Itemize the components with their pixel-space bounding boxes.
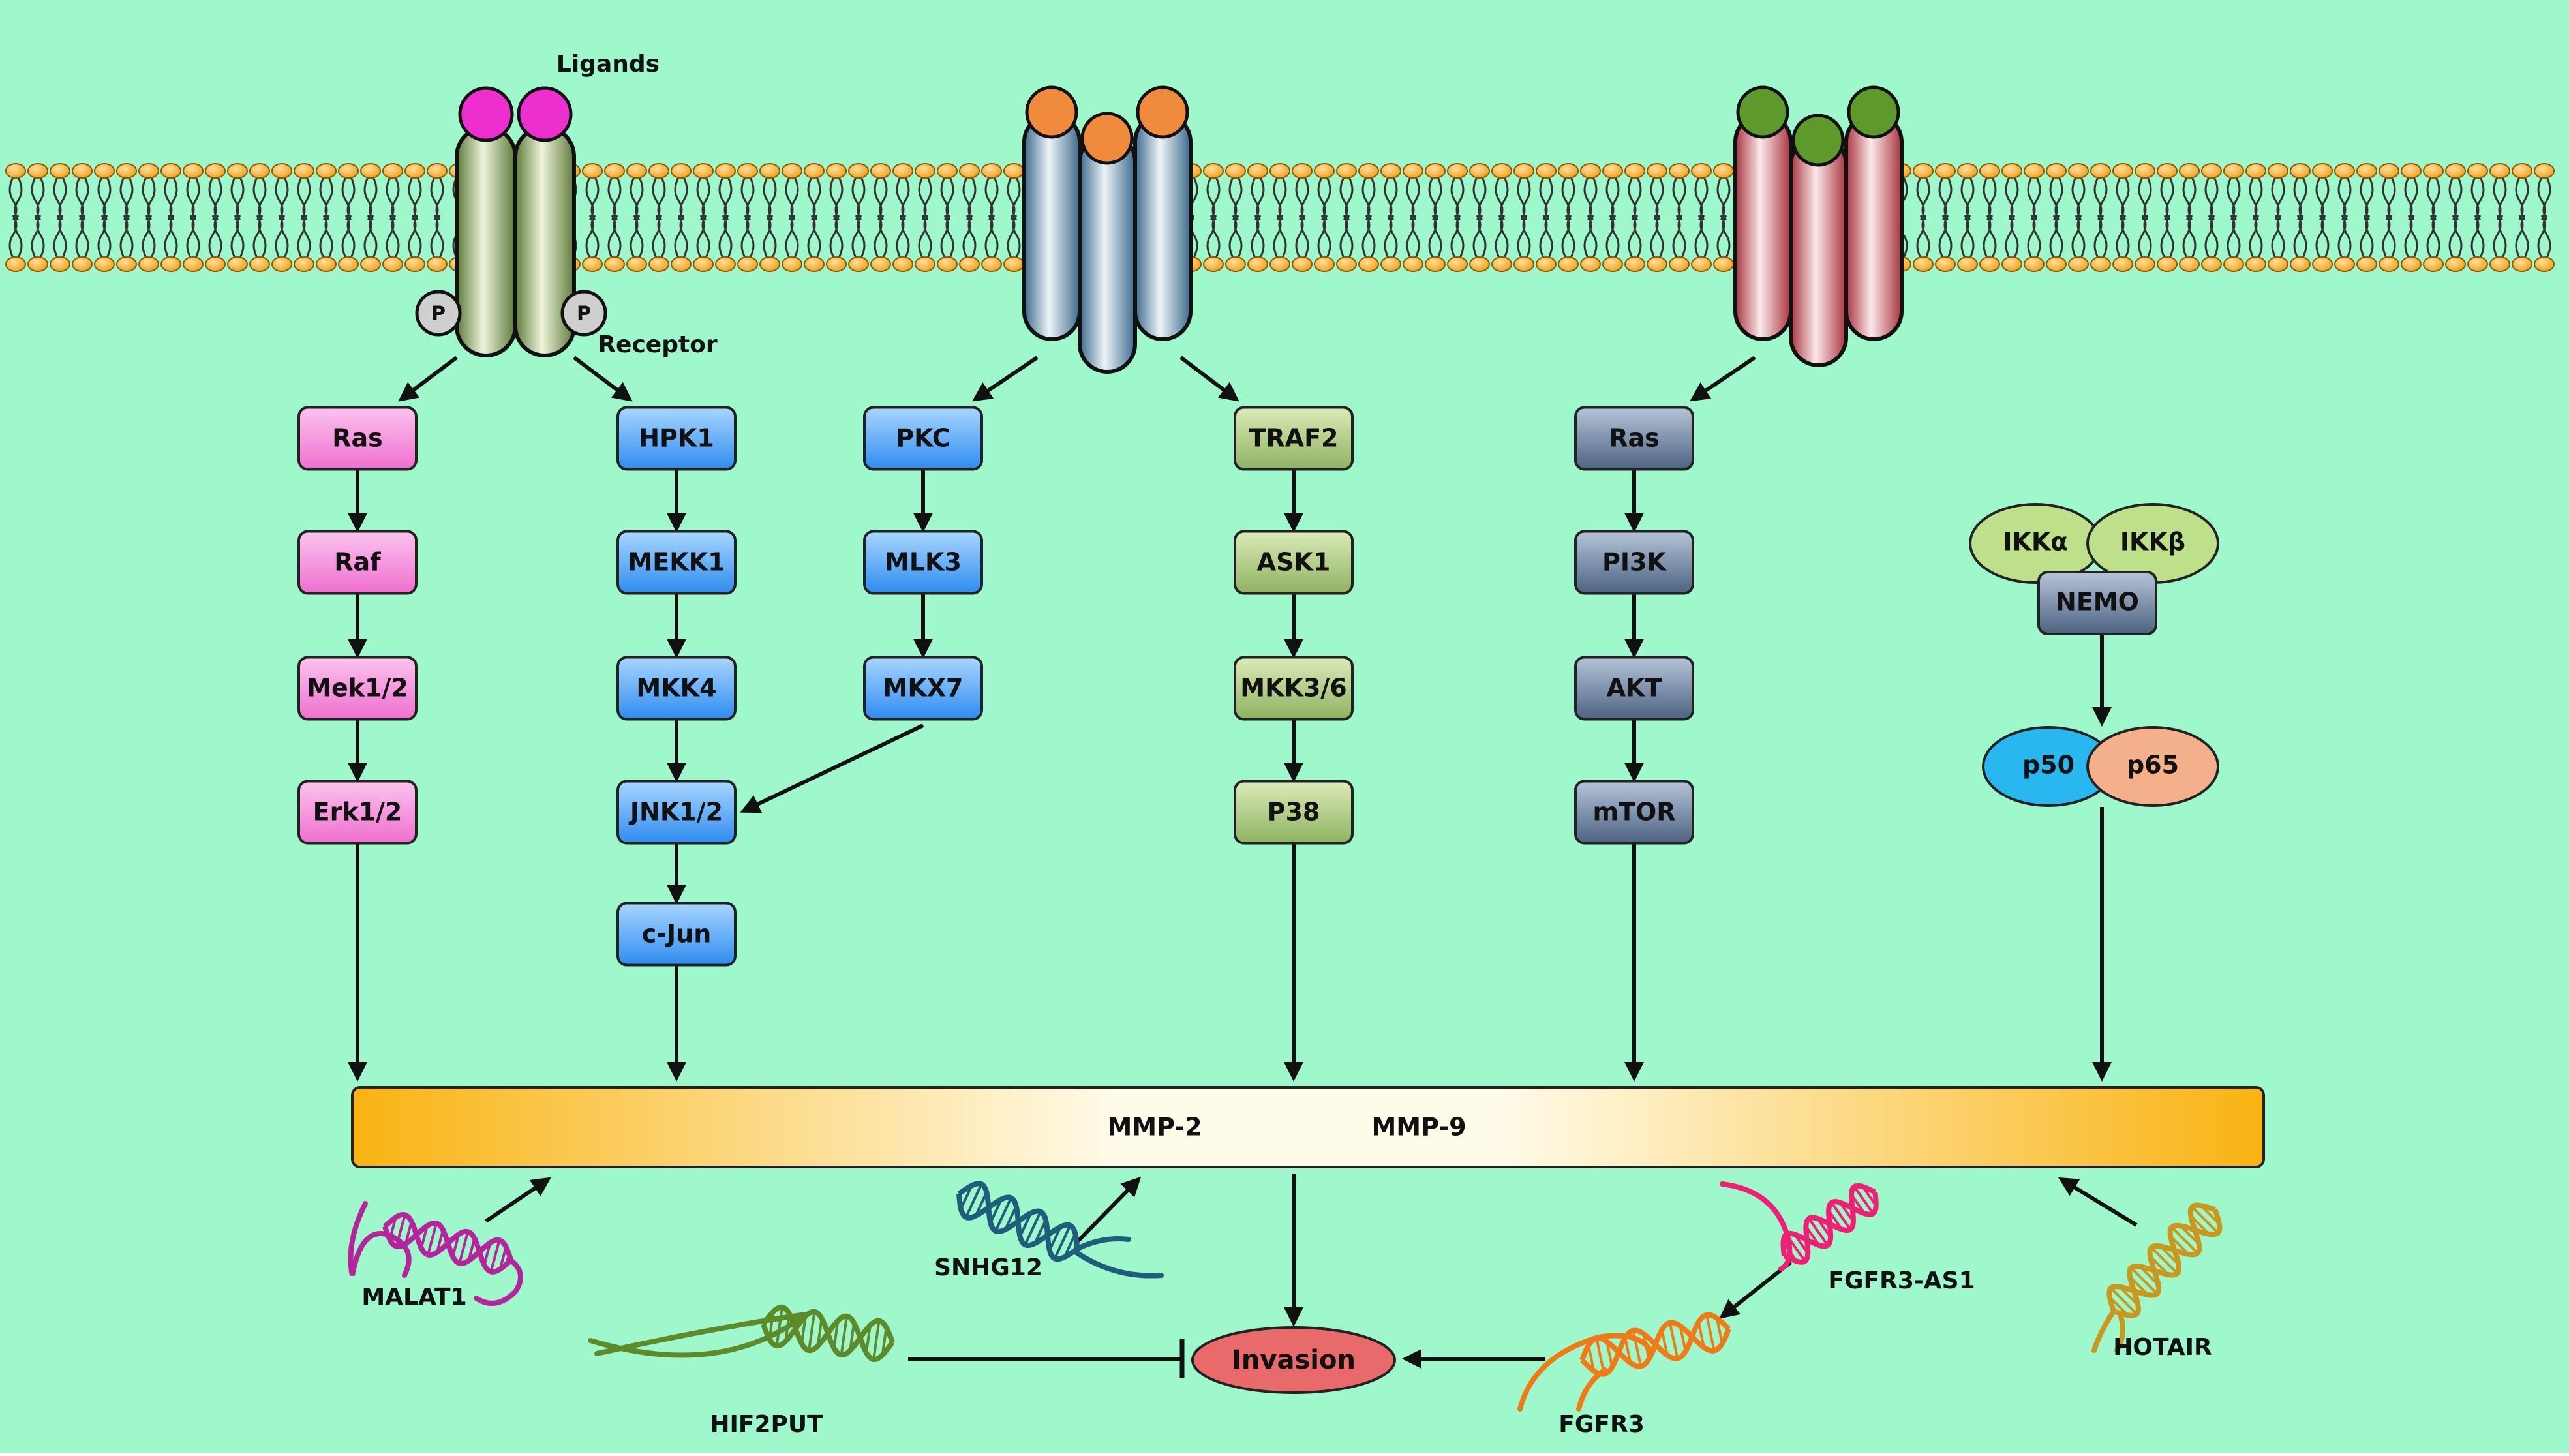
receptor-trimer-red — [1733, 85, 1904, 367]
orange-ligand-3 — [1136, 85, 1189, 139]
ligands-label: Ligands — [556, 51, 660, 78]
snhg12-rna — [956, 1181, 1164, 1279]
nemo-box — [2037, 571, 2157, 635]
fgfr3-rna — [1517, 1312, 1731, 1412]
ligand-2 — [517, 86, 573, 142]
orange-ligand-2 — [1080, 112, 1134, 165]
fgfr3-as1-label: FGFR3-AS1 — [1828, 1267, 1975, 1294]
node-erk-0-label: Ras — [332, 424, 383, 453]
fgfr3-as1-rna — [1720, 1181, 1879, 1271]
node-pkc-1: MLK3 — [863, 530, 983, 595]
ikka-label: IKKα — [2003, 528, 2067, 556]
node-akt-2-label: AKT — [1607, 674, 1662, 703]
arrow-fgfr3as1-fgfr3 — [1719, 1260, 1792, 1319]
snhg12-label: SNHG12 — [934, 1254, 1042, 1281]
receptor-dimer — [415, 86, 607, 357]
p65-label: p65 — [2127, 751, 2179, 780]
phospho-left — [415, 290, 462, 337]
node-erk-1: Raf — [297, 530, 418, 595]
phospho-right-label: P — [577, 303, 591, 326]
arrow-receptor-ras2 — [1690, 356, 1756, 402]
node-p38-2: MKK3/6 — [1234, 656, 1354, 721]
node-jnk-2: MKK4 — [616, 656, 737, 721]
node-akt-2: AKT — [1574, 656, 1694, 721]
arrow-receptor-ras — [398, 356, 458, 402]
node-pkc-1-label: MLK3 — [885, 548, 962, 577]
node-jnk-3-label: JNK1/2 — [628, 798, 723, 827]
hif2put-label: HIF2PUT — [710, 1411, 823, 1438]
node-p38-3: P38 — [1234, 780, 1354, 845]
hotair-label: HOTAIR — [2113, 1334, 2212, 1361]
invasion-label: Invasion — [1232, 1345, 1356, 1375]
arrow-malat1-mmp — [485, 1177, 551, 1223]
node-jnk-4: c-Jun — [616, 902, 737, 967]
node-p38-0-label: TRAF2 — [1249, 424, 1339, 453]
fgfr3-label: FGFR3 — [1558, 1411, 1645, 1438]
node-pkc-0-label: PKC — [896, 424, 950, 453]
phospho-left-label: P — [431, 303, 446, 326]
nfkb-dimer: p50 p65 — [1982, 726, 2219, 807]
node-pkc-2-label: MKX7 — [883, 674, 964, 703]
mmp-bar — [351, 1086, 2265, 1168]
node-akt-1-label: PI3K — [1602, 548, 1667, 577]
node-erk-1-label: Raf — [334, 548, 381, 577]
hotair-rna — [2091, 1202, 2223, 1353]
receptor-label: Receptor — [598, 331, 718, 358]
node-erk-3-label: Erk1/2 — [313, 798, 403, 827]
node-jnk-1: MEKK1 — [616, 530, 737, 595]
invasion-ellipse — [1191, 1326, 1396, 1394]
node-p38-3-label: P38 — [1268, 798, 1320, 827]
node-jnk-4-label: c-Jun — [642, 920, 712, 948]
node-jnk-0: HPK1 — [616, 406, 737, 471]
ikkb-label: IKKβ — [2120, 528, 2185, 556]
node-akt-0: Ras — [1574, 406, 1694, 471]
node-jnk-0-label: HPK1 — [639, 424, 714, 453]
arrow-receptor-traf2 — [1179, 356, 1239, 402]
arrow-receptor-pkc — [972, 356, 1039, 402]
node-akt-3-label: mTOR — [1592, 798, 1675, 827]
node-erk-3: Erk1/2 — [297, 780, 418, 845]
malat1-label: MALAT1 — [361, 1284, 466, 1311]
node-jnk-3: JNK1/2 — [616, 780, 737, 845]
arrow-mkx7-jnk — [740, 723, 924, 813]
node-jnk-2-label: MKK4 — [636, 674, 716, 703]
ligand-1 — [458, 86, 514, 142]
malat1-rna — [348, 1201, 523, 1306]
nemo-label: NEMO — [2056, 588, 2139, 616]
arrow-receptor-hpk1 — [573, 356, 633, 402]
p65-ellipse — [2086, 726, 2219, 807]
green-ligand-3 — [1847, 85, 1900, 139]
node-erk-2-label: Mek1/2 — [307, 674, 408, 703]
node-p38-0: TRAF2 — [1234, 406, 1354, 471]
node-p38-1-label: ASK1 — [1257, 548, 1331, 577]
mmp9-label: MMP-9 — [1371, 1113, 1466, 1142]
node-jnk-1-label: MEKK1 — [628, 548, 725, 577]
mmp2-label: MMP-2 — [1107, 1113, 1202, 1142]
hif2put-rna — [588, 1304, 895, 1363]
node-erk-2: Mek1/2 — [297, 656, 418, 721]
node-pkc-2: MKX7 — [863, 656, 983, 721]
green-ligand-2 — [1791, 114, 1845, 167]
node-akt-1: PI3K — [1574, 530, 1694, 595]
node-pkc-0: PKC — [863, 406, 983, 471]
node-akt-3: mTOR — [1574, 780, 1694, 845]
receptor-trimer-blue — [1022, 85, 1193, 374]
node-erk-0: Ras — [297, 406, 418, 471]
node-p38-1: ASK1 — [1234, 530, 1354, 595]
node-akt-0-label: Ras — [1609, 424, 1660, 453]
orange-ligand-1 — [1025, 85, 1078, 139]
p50-label: p50 — [2022, 751, 2075, 780]
arrow-hotair-mmp — [2058, 1177, 2138, 1227]
green-ligand-1 — [1736, 85, 1789, 139]
node-p38-2-label: MKK3/6 — [1240, 674, 1346, 703]
phospho-right — [560, 290, 607, 337]
arrow-snhg12-mmp — [1074, 1176, 1142, 1245]
